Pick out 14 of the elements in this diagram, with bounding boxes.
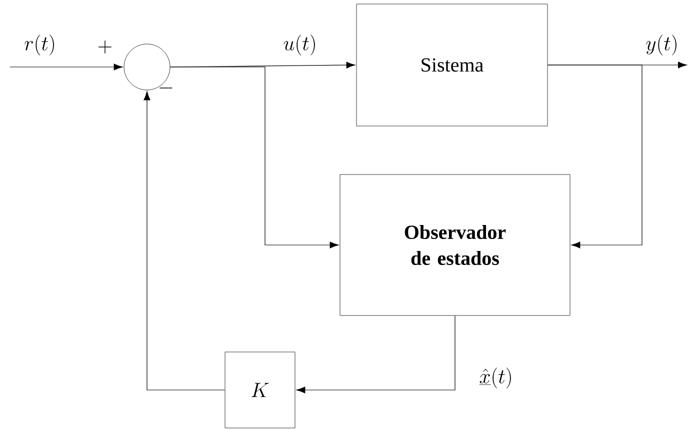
sign-label: $+$ bbox=[98, 40, 112, 54]
arrow bbox=[170, 66, 339, 248]
signal-label: $\underline{\hat{x}}(t)$ bbox=[478, 366, 514, 390]
arrow bbox=[144, 91, 226, 390]
signal-label: $r(t)$ bbox=[23, 34, 57, 56]
block-box: Observador de estados bbox=[340, 174, 570, 316]
arrow bbox=[296, 315, 456, 394]
signal-label: $y(t)$ bbox=[644, 34, 680, 56]
signal-label: $u(t)$ bbox=[282, 34, 318, 56]
arrow bbox=[10, 64, 123, 70]
summing-junction bbox=[124, 44, 170, 90]
block-box: Sistema bbox=[356, 4, 548, 126]
arrow bbox=[547, 64, 642, 248]
block-box: $K$ bbox=[224, 352, 296, 428]
